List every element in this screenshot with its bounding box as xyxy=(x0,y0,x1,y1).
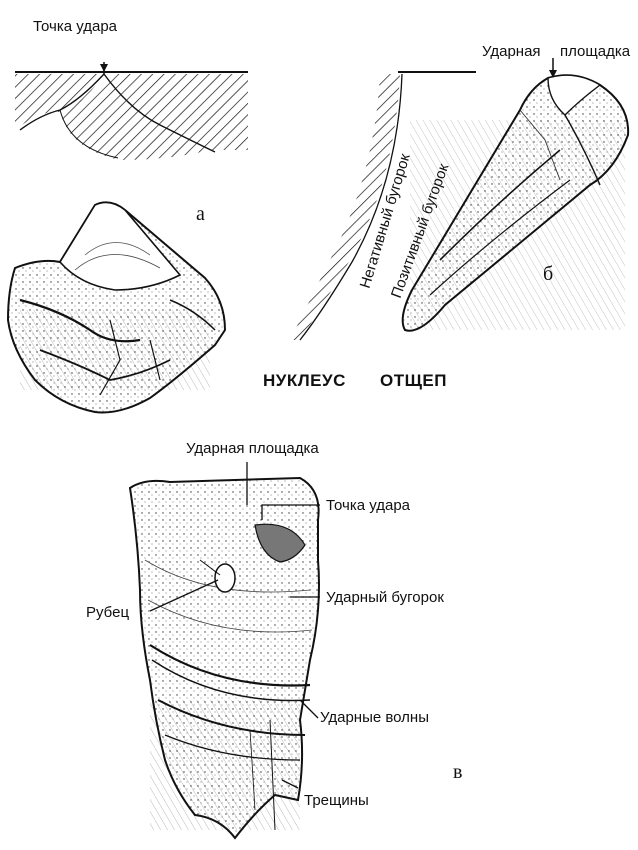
scar-mark xyxy=(215,564,235,592)
label-platform-right-b: площадка xyxy=(560,44,630,59)
impact-cross-section xyxy=(15,62,248,160)
label-platform-v: Ударная площадка xyxy=(186,441,319,456)
panel-letter-a: а xyxy=(196,204,205,224)
label-impact-point-a: Точка удара xyxy=(33,19,117,34)
label-impact-point-v: Точка удара xyxy=(326,498,410,513)
caption-flake: ОТЩЕП xyxy=(380,372,447,389)
panel-letter-v: в xyxy=(453,762,462,782)
impact-arrow-icon xyxy=(100,64,108,72)
label-bulb: Ударный бугорок xyxy=(326,590,444,605)
caption-nucleus: НУКЛЕУС xyxy=(263,372,346,389)
label-cracks: Трещины xyxy=(304,793,369,808)
panel-letter-b: б xyxy=(543,264,553,284)
nucleus-drawing xyxy=(8,202,225,412)
label-platform-left-b: Ударная xyxy=(482,44,541,59)
label-scar: Рубец xyxy=(86,605,129,620)
label-waves: Ударные волны xyxy=(320,710,429,725)
